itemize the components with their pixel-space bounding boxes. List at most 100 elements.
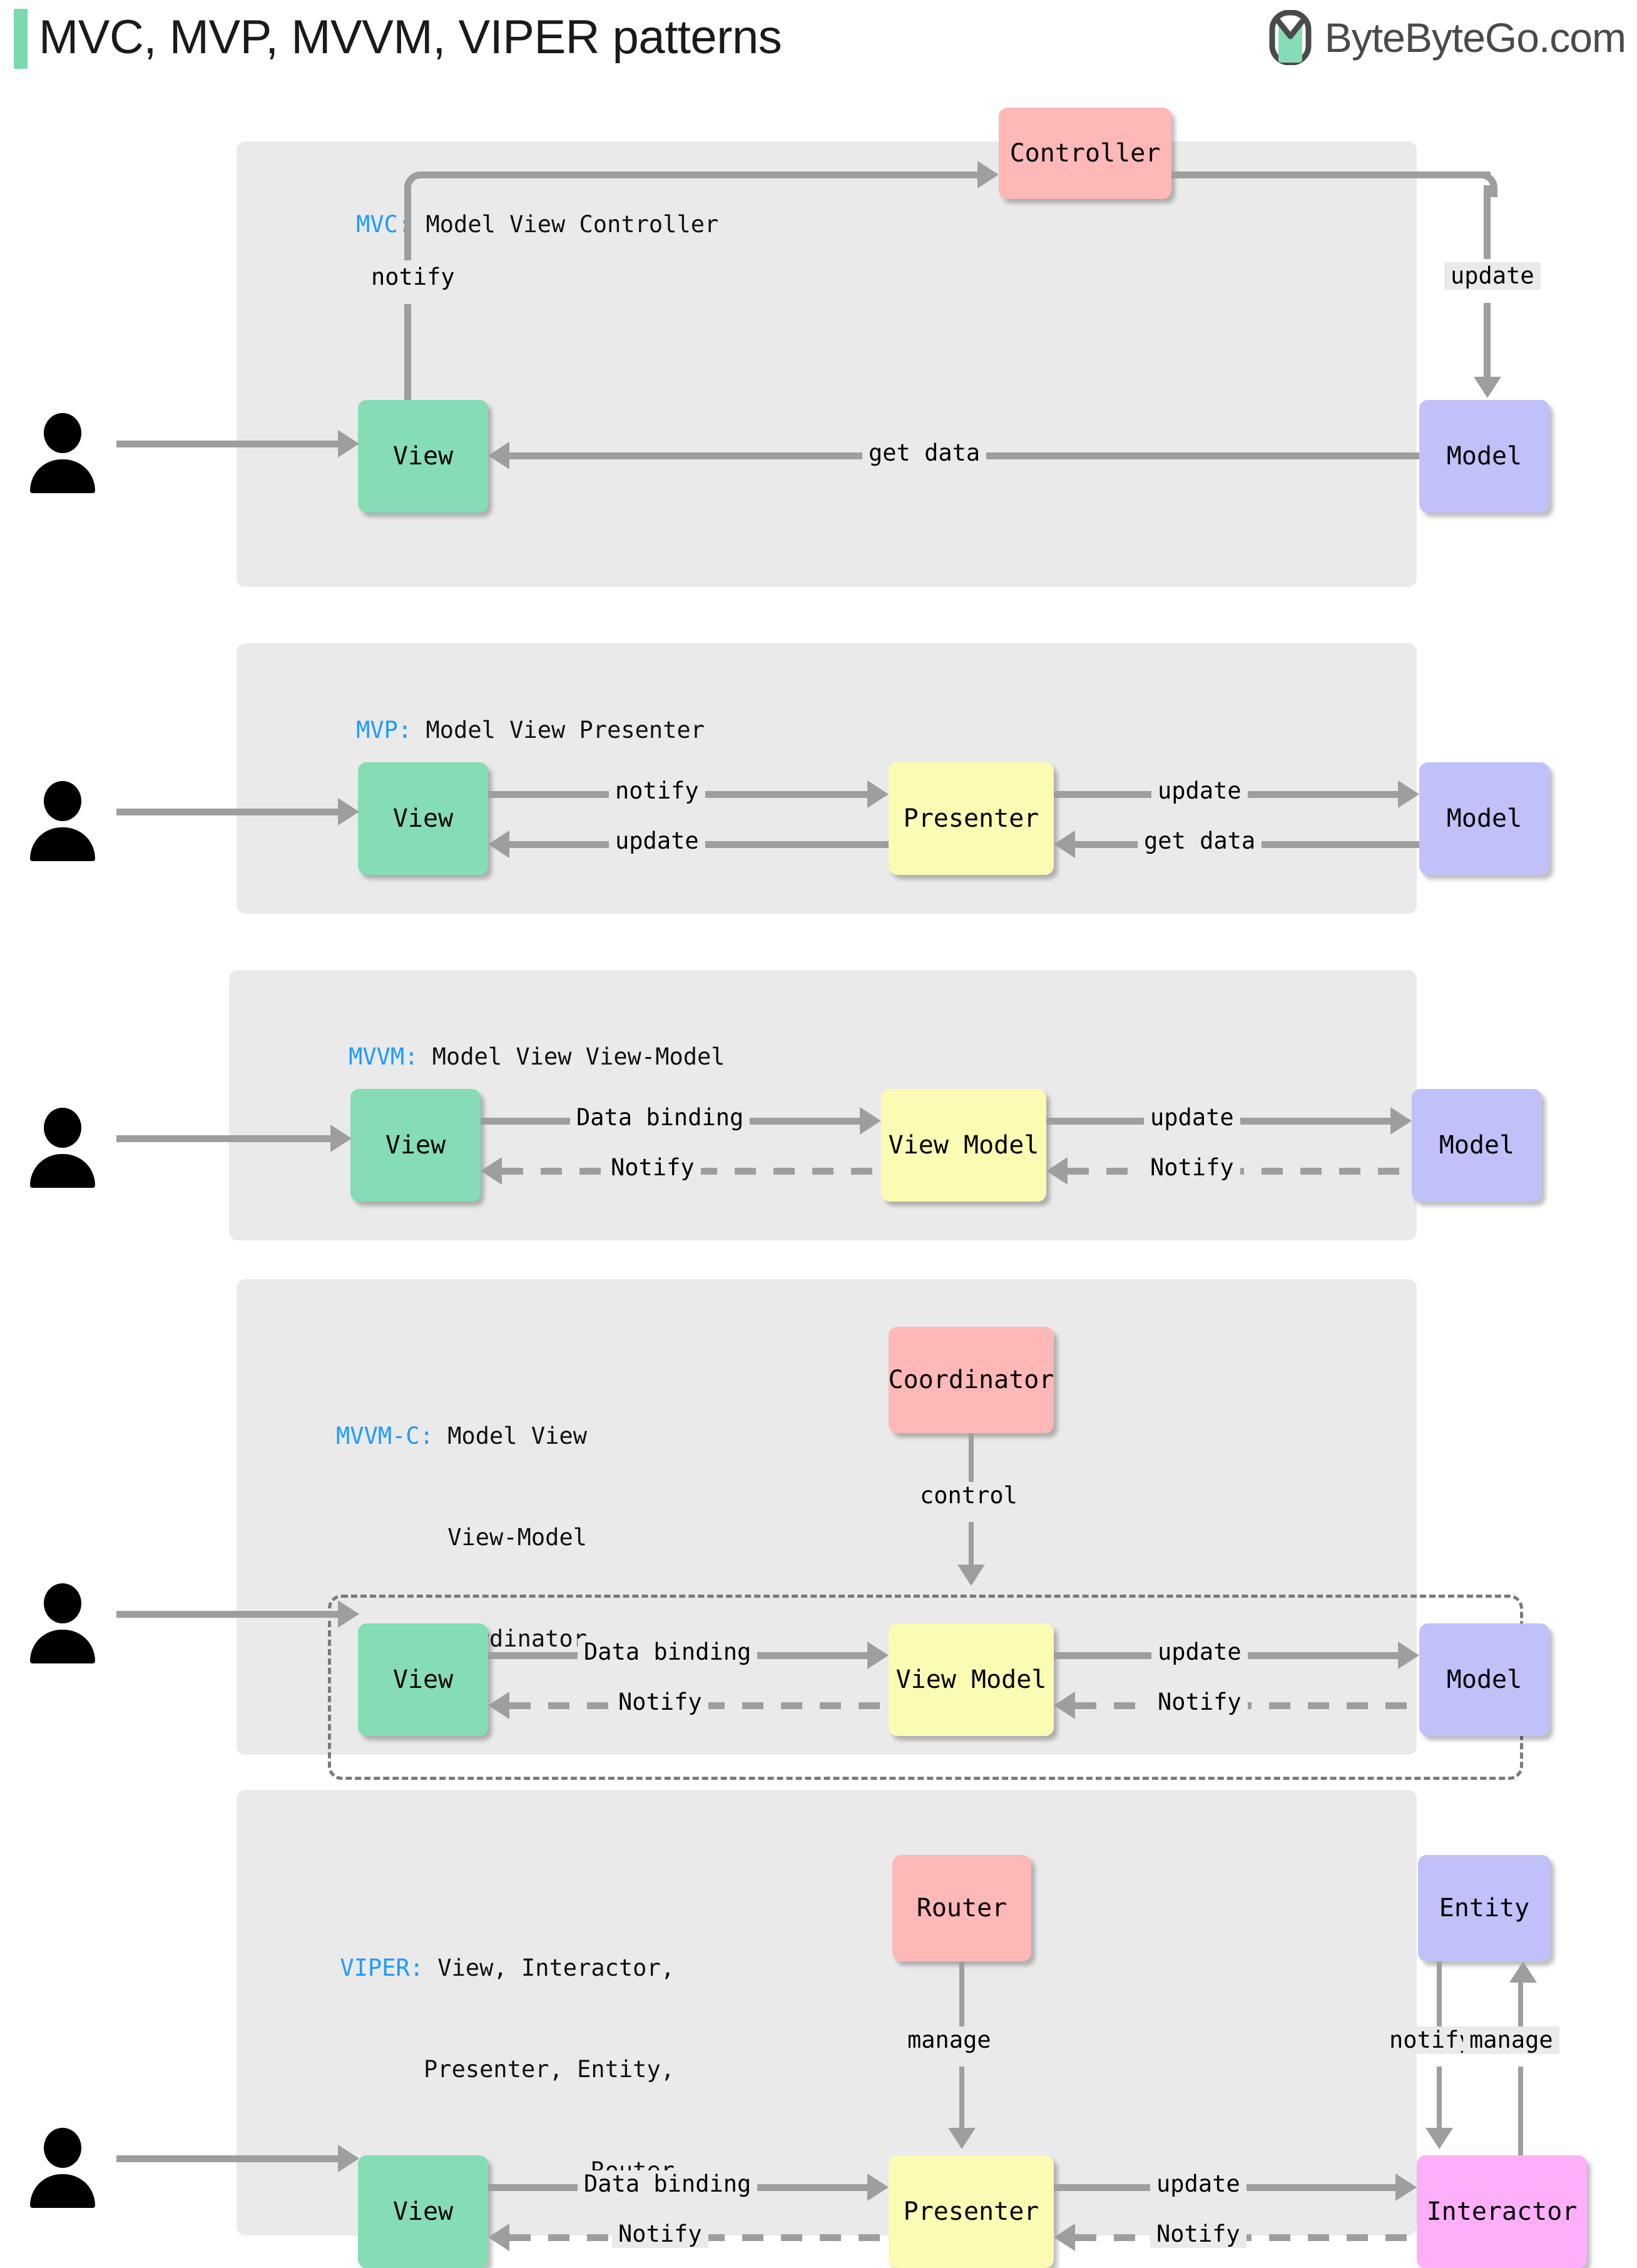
node-presenter-mvp[interactable]: Presenter bbox=[889, 762, 1054, 875]
node-model-mvvmc[interactable]: Model bbox=[1419, 1623, 1549, 1736]
mvvmc-databinding-arrowhead bbox=[867, 1642, 889, 1669]
viper-databinding-arrowhead bbox=[867, 2174, 889, 2201]
mvvm-edge-notify-left-label: Notify bbox=[604, 1154, 701, 1182]
avatar-head bbox=[44, 781, 81, 821]
node-model-mvp[interactable]: Model bbox=[1419, 762, 1549, 875]
node-entity[interactable]: Entity bbox=[1418, 1855, 1551, 1961]
mvvm-user-line bbox=[116, 1135, 330, 1142]
mvvmc-edge-control-label: control bbox=[914, 1482, 1024, 1509]
node-router[interactable]: Router bbox=[892, 1855, 1031, 1961]
section-title-mvvmc: MVVM-C: Model View View-Model Coordinato… bbox=[237, 1352, 587, 1724]
section-viper: VIPER: View, Interactor, Presenter, Enti… bbox=[237, 1790, 1587, 2268]
node-viewmodel-mvvmc[interactable]: View Model bbox=[889, 1623, 1054, 1736]
node-presenter-viper[interactable]: Presenter bbox=[889, 2155, 1054, 2268]
mvp-notify-arrowhead bbox=[867, 780, 889, 808]
mvvmc-notify-left-arrowhead bbox=[488, 1692, 509, 1719]
brand-name: ByteByteGo.com bbox=[1324, 14, 1626, 61]
avatar-body bbox=[30, 459, 95, 493]
section-title-line1-mvvmc: Model View bbox=[433, 1423, 587, 1449]
avatar-head bbox=[44, 1108, 81, 1148]
mvc-update-line-horiz bbox=[1171, 171, 1491, 178]
mvvmc-update-arrowhead bbox=[1398, 1642, 1419, 1669]
mvvm-user-arrowhead bbox=[330, 1125, 352, 1152]
avatar-head bbox=[44, 1583, 81, 1623]
mvvmc-notify-right-arrowhead bbox=[1054, 1692, 1075, 1719]
user-avatar-mvc bbox=[30, 413, 95, 493]
mvc-update-line-upper bbox=[1484, 185, 1491, 259]
viper-manage-router-arrowhead bbox=[948, 2128, 976, 2149]
node-model[interactable]: Model bbox=[1419, 400, 1549, 513]
mvvmc-edge-notify-right-label: Notify bbox=[1151, 1688, 1248, 1716]
mvvm-edge-databinding-label: Data binding bbox=[570, 1104, 750, 1131]
mvc-update-line-lower bbox=[1484, 303, 1491, 379]
section-title-text-mvp: Model View Presenter bbox=[412, 717, 705, 743]
viper-manage-entity-arrowhead bbox=[1509, 1961, 1537, 1983]
mvc-user-arrowhead bbox=[338, 430, 359, 457]
mvp-edge-notify-label: notify bbox=[609, 777, 705, 805]
viper-user-line bbox=[116, 2155, 338, 2162]
viper-manage-entity-line-upper bbox=[1518, 1983, 1523, 2030]
user-avatar-mvvm bbox=[30, 1108, 95, 1188]
mvc-edge-update-label: update bbox=[1444, 262, 1541, 290]
section-tag-viper: VIPER: bbox=[340, 1954, 424, 1981]
section-tag-mvc: MVC: bbox=[356, 211, 412, 238]
viper-user-arrowhead bbox=[338, 2145, 359, 2172]
section-title-text-mvc: Model View Controller bbox=[412, 211, 719, 238]
node-view-mvvm[interactable]: View bbox=[350, 1089, 481, 1202]
accent-bar bbox=[14, 9, 28, 69]
mvvmc-user-arrowhead bbox=[338, 1600, 359, 1628]
mvc-notify-corner bbox=[404, 171, 430, 197]
avatar-body bbox=[30, 2174, 95, 2208]
viper-edge-update-label: update bbox=[1150, 2170, 1247, 2198]
section-title-line2-viper: Presenter, Entity, bbox=[424, 2056, 675, 2083]
mvc-notify-line-upper bbox=[404, 185, 411, 260]
section-title-line2-mvvmc: View-Model bbox=[447, 1524, 587, 1551]
mvp-getdata-arrowhead bbox=[1054, 830, 1075, 858]
node-view-viper[interactable]: View bbox=[358, 2155, 488, 2268]
avatar-body bbox=[30, 1154, 95, 1188]
avatar-head bbox=[44, 413, 81, 453]
mvp-edge-update-right-label: update bbox=[1151, 777, 1248, 805]
section-mvvm: MVVM: Model View View-Model View View Mo… bbox=[229, 970, 1542, 1240]
viper-edge-databinding-label: Data binding bbox=[578, 2170, 758, 2198]
viper-notify-entity-line-lower bbox=[1437, 2066, 1442, 2130]
node-controller[interactable]: Controller bbox=[999, 108, 1171, 199]
viper-notify-entity-line-upper bbox=[1437, 1961, 1442, 2030]
section-tag-mvvmc: MVVM-C: bbox=[336, 1423, 434, 1449]
mvc-notify-line-lower bbox=[404, 304, 411, 447]
mvc-notify-arrowhead bbox=[977, 161, 999, 188]
viper-notify-right-arrowhead bbox=[1054, 2224, 1075, 2251]
mvvmc-user-line bbox=[116, 1611, 338, 1618]
mvp-update-left-arrowhead bbox=[488, 830, 509, 858]
node-interactor[interactable]: Interactor bbox=[1417, 2155, 1587, 2268]
mvvm-update-arrowhead bbox=[1390, 1107, 1412, 1135]
node-viewmodel-mvvm[interactable]: View Model bbox=[881, 1089, 1046, 1202]
viper-notify-left-arrowhead bbox=[488, 2224, 509, 2251]
node-view-mvvmc[interactable]: View bbox=[358, 1623, 488, 1736]
node-view-mvp[interactable]: View bbox=[358, 762, 488, 875]
mvvmc-edge-notify-left-label: Notify bbox=[612, 1688, 708, 1716]
viper-update-arrowhead bbox=[1395, 2174, 1417, 2201]
viper-manage-entity-line-lower bbox=[1518, 2066, 1523, 2157]
mvvmc-control-line-lower bbox=[969, 1522, 974, 1567]
avatar-body bbox=[30, 827, 95, 861]
mvvm-edge-notify-right-label: Notify bbox=[1144, 1154, 1240, 1182]
node-model-mvvm[interactable]: Model bbox=[1412, 1089, 1542, 1202]
section-mvp: MVP: Model View Presenter View Presenter… bbox=[237, 643, 1549, 914]
mvp-user-line bbox=[116, 809, 338, 815]
user-avatar-mvvmc bbox=[30, 1583, 95, 1663]
node-coordinator[interactable]: Coordinator bbox=[889, 1327, 1054, 1433]
mvvmc-edge-databinding-label: Data binding bbox=[578, 1638, 758, 1666]
avatar-head bbox=[44, 2128, 81, 2168]
mvc-getdata-arrowhead bbox=[488, 442, 509, 469]
page-title: MVC, MVP, MVVM, VIPER patterns bbox=[39, 11, 782, 64]
section-title-mvc: MVC: Model View Controller bbox=[300, 174, 718, 275]
mvp-update-right-arrowhead bbox=[1398, 780, 1419, 808]
page-header: MVC, MVP, MVVM, VIPER patterns ByteByteG… bbox=[0, 0, 1637, 94]
mvvm-edge-update-label: update bbox=[1144, 1104, 1240, 1131]
section-mvc: MVC: Model View Controller notify Contro… bbox=[237, 108, 1549, 587]
node-view[interactable]: View bbox=[358, 400, 488, 513]
user-avatar-mvp bbox=[30, 781, 95, 861]
mvvmc-control-line-upper bbox=[969, 1433, 974, 1486]
viper-edge-manage-entity-label: manage bbox=[1463, 2026, 1559, 2054]
